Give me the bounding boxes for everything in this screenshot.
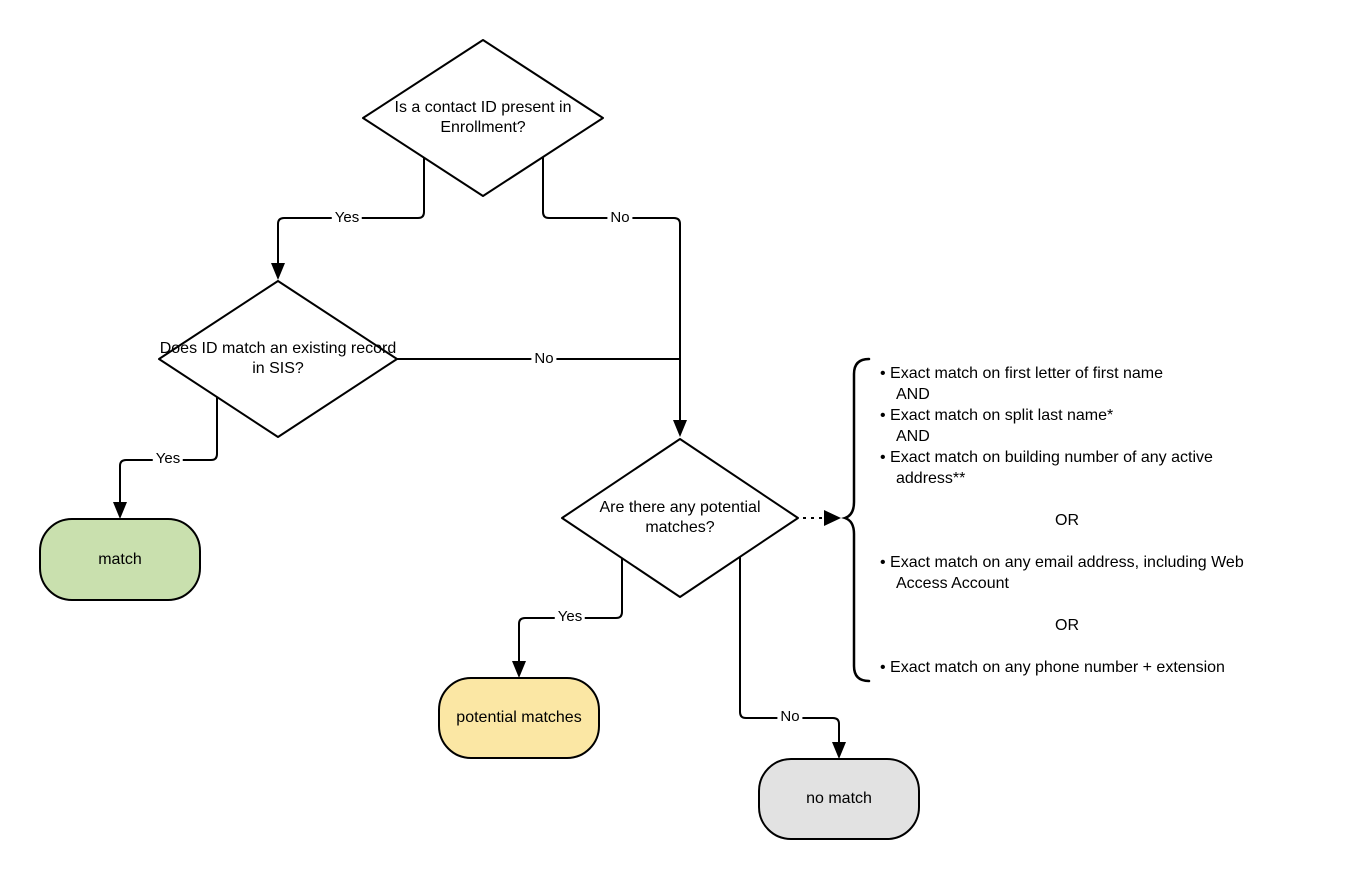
edge-potential-no-line <box>739 557 840 748</box>
criteria-or-separator: OR <box>1055 617 1079 634</box>
arrowhead-to-criteria <box>824 510 841 526</box>
criteria-list: • Exact match on first letter of first n… <box>880 363 1284 678</box>
arrowhead-to-match <box>113 502 127 519</box>
criteria-item: • Exact match on split last name* <box>880 407 1114 424</box>
criteria-and-connector: AND <box>896 386 930 403</box>
edge-enrollment-yes-line <box>277 158 425 268</box>
criteria-item: • Exact match on first letter of first n… <box>880 365 1164 382</box>
terminator-no-match-box <box>758 758 920 840</box>
decision-potential-diamond <box>561 438 799 598</box>
arrowhead-to-no-match <box>832 742 846 759</box>
decision-enrollment-diamond <box>362 39 604 197</box>
criteria-item: • Exact match on any email address, incl… <box>880 554 1244 592</box>
decision-sis-diamond <box>158 280 398 438</box>
edge-sis-yes-line <box>119 397 218 508</box>
criteria-or-separator: OR <box>1055 512 1079 529</box>
terminator-potential-matches-box <box>438 677 600 759</box>
arrowhead-to-sis-decision <box>271 263 285 280</box>
arrowhead-to-potential-matches <box>512 661 526 678</box>
criteria-item: • Exact match on building number of any … <box>880 449 1213 487</box>
edge-potential-yes-line <box>518 558 623 667</box>
criteria-item: • Exact match on any phone number + exte… <box>880 659 1225 676</box>
criteria-and-connector: AND <box>896 428 930 445</box>
curly-brace <box>841 357 871 683</box>
terminator-match-box <box>39 518 201 601</box>
edge-enrollment-no-line <box>542 157 681 426</box>
arrowhead-to-potential-decision <box>673 420 687 437</box>
